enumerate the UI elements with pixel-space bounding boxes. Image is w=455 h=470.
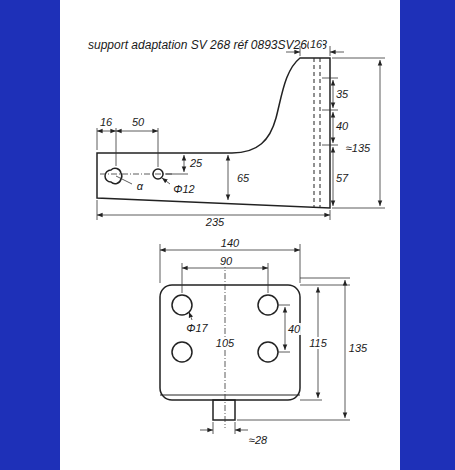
extension-line [300,400,322,401]
hidden-line [320,58,321,208]
dimension-line [330,52,344,53]
dimension-label: 40 [287,323,301,335]
dimension-line [97,131,116,132]
dimension-line [116,131,158,132]
dimension-line [345,280,346,418]
dimension-line [200,430,213,431]
extension-line [116,128,117,166]
dimension-label: 105 [215,337,235,349]
dimension-line [235,430,248,431]
extension-line [322,78,338,79]
dimension-line [184,155,185,172]
extension-line [300,278,350,279]
extension-line [332,208,385,209]
hidden-line [314,58,315,208]
dimension-line [182,268,268,269]
dimension-label: 135 [348,342,368,354]
side-view [97,58,330,208]
extension-line [322,145,338,146]
hole [172,342,192,362]
dimension-label: 40 [335,120,349,132]
dimension-line [333,147,334,206]
hole [258,295,278,315]
leader-line [162,178,170,184]
bracket-outline [97,58,330,208]
dimension-label: ≈28 [248,434,268,446]
dimension-label: Φ12 [172,183,195,195]
extension-line [235,422,236,434]
extension-line [332,58,385,59]
angle-line [116,176,132,184]
dimension-label: 90 [219,255,233,267]
center-line [100,174,172,175]
hole [258,342,278,362]
slot [105,168,122,183]
extension-line [213,422,214,434]
title: support adaptation SV 268 réf 0893SV2602… [88,38,327,52]
dimension-line [380,60,381,206]
dimension-label: 115 [308,337,328,349]
extension-line [322,110,338,111]
dimension-line [333,80,334,108]
extension-line [330,46,331,56]
extension-line [278,305,290,306]
extension-line [97,200,98,220]
dimension-label: 65 [236,172,250,184]
dimension-label: 35 [335,88,349,100]
dimension-label: Φ17 [185,322,208,334]
extension-line [182,263,183,293]
extension-line [165,174,188,175]
front-view [160,285,300,420]
plate-outline [160,285,300,400]
dimension-label: 57 [335,172,349,184]
dimension-line [333,112,334,143]
dimension-label: 25 [189,157,203,169]
dimension-line [228,155,229,200]
leader-line [189,312,192,320]
dimension-label: 140 [220,237,240,249]
front-dimensions [160,244,350,434]
extension-line [268,263,269,293]
side-dimensions [97,46,385,220]
spacer [300,60,330,61]
edge-line [160,395,300,396]
dimension-label: 16 [99,116,113,128]
extension-line [237,420,350,421]
dimension-label: 16 [309,38,323,50]
dimension-line [285,307,286,350]
extension-line [158,128,159,167]
dimension-label: 50 [131,116,145,128]
tab [213,400,235,420]
extension-line [300,285,350,286]
dimension-label: 235 [205,216,225,228]
dimension-label: α [136,180,144,192]
dimension-line [160,250,300,251]
extension-line [278,352,290,353]
dimension-label: ≈135 [345,142,371,154]
paper [60,0,400,470]
